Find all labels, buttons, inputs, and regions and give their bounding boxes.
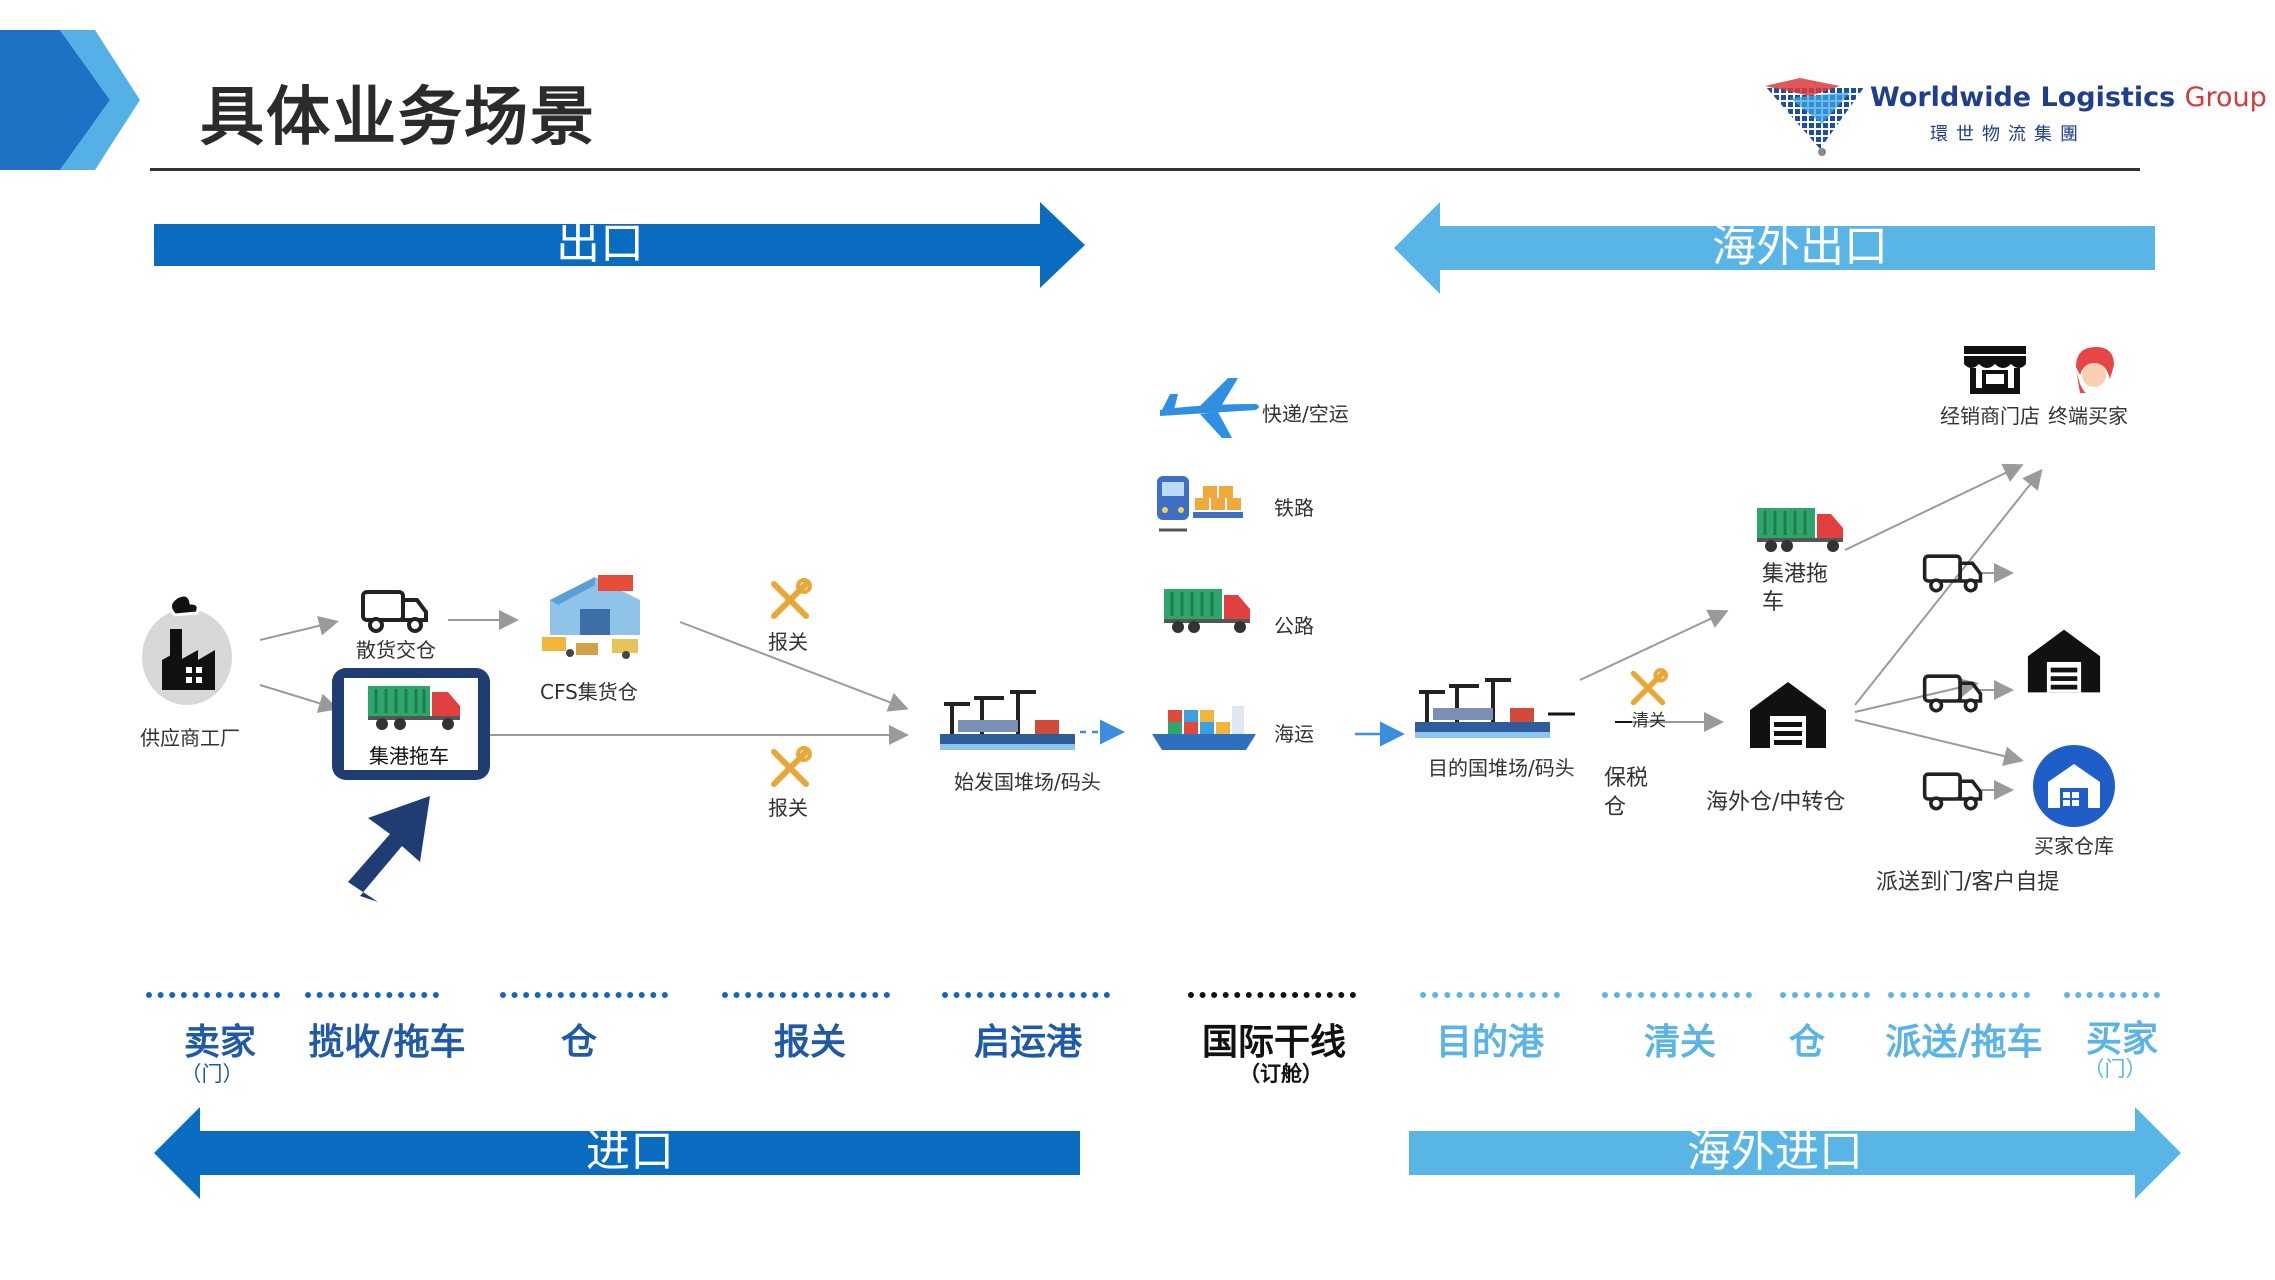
- supplier-label: 供应商工厂: [140, 726, 240, 750]
- logo-name: Worldwide Logistics Group: [1870, 82, 2267, 113]
- stage-dots-3: [722, 992, 890, 998]
- truck-dest-label-a: 集港拖: [1762, 562, 1829, 587]
- container-truck-icon-main: [366, 682, 462, 736]
- overseas-import-arrow: [1409, 1107, 2181, 1199]
- end-buyer-label: 终端买家: [2048, 404, 2128, 428]
- clear-label: 清关: [1632, 711, 1666, 731]
- warehouse-icon-overseas: [1748, 680, 1828, 754]
- stage-trunk-sub: （订舱）: [1239, 1062, 1323, 1086]
- buyer-warehouse-icon: [2032, 744, 2116, 832]
- cargo-ship-icon: [1150, 700, 1260, 758]
- stage-seller-sub: （门）: [180, 1062, 244, 1086]
- bulk-label: 散货交仓: [356, 638, 436, 662]
- stage-dest-port: 目的港: [1435, 1022, 1544, 1063]
- port-icon-origin: [940, 690, 1075, 764]
- stage-origin-port: 启运港: [973, 1022, 1082, 1063]
- stage-seller: 卖家: [183, 1022, 256, 1063]
- stage-dots-10: [2064, 992, 2160, 998]
- header-accent: [0, 30, 140, 170]
- overseas-export-label: 海外出口: [1712, 221, 1888, 272]
- customs-label-2: 报关: [768, 796, 808, 820]
- customs-label-1: 报关: [768, 630, 808, 654]
- overseas-export-arrow: [1394, 202, 2155, 294]
- factory-icon: [140, 593, 235, 709]
- title-divider: [150, 168, 2140, 171]
- rail-label: 铁路: [1274, 496, 1314, 520]
- truck-main-label: 集港拖车: [369, 744, 449, 768]
- stage-dots-4: [942, 992, 1110, 998]
- pointer-arrow-icon: [348, 796, 430, 902]
- customs-icon-2: [768, 746, 812, 794]
- container-truck-icon-road: [1162, 585, 1252, 639]
- stage-warehouse: 仓: [560, 1022, 597, 1063]
- stage-customs: 报关: [773, 1022, 846, 1063]
- export-label: 出口: [556, 218, 644, 269]
- container-truck-icon-dest: [1755, 504, 1845, 558]
- buyer-wh-label: 买家仓库: [2034, 834, 2114, 858]
- export-arrow: [154, 202, 1085, 288]
- stage-trunk: 国际干线: [1201, 1022, 1346, 1063]
- store-icon: [1962, 344, 2028, 400]
- cfs-label: CFS集货仓: [540, 680, 638, 704]
- road-label: 公路: [1274, 614, 1314, 638]
- origin-port-label: 始发国堆场/码头: [954, 770, 1101, 794]
- buyer-person-icon: [2070, 345, 2118, 399]
- sea-label: 海运: [1274, 722, 1314, 746]
- stage-dots-5: [1188, 992, 1356, 998]
- warehouse-icon-buyer: [2026, 626, 2102, 700]
- import-label: 进口: [586, 1126, 674, 1177]
- stage-dots-8: [1780, 992, 1870, 998]
- dealer-label: 经销商门店: [1940, 404, 2040, 428]
- truck-icon-delivery-3: [1922, 770, 1984, 816]
- train-icon: [1155, 474, 1247, 536]
- airplane-icon: [1158, 376, 1259, 444]
- stage-dots-7: [1602, 992, 1752, 998]
- truck-dest-label-b: 车: [1762, 590, 1785, 615]
- stage-dots-1: [305, 992, 439, 998]
- air-label: 快递/空运: [1262, 402, 1349, 426]
- stage-dots-2: [500, 992, 668, 998]
- stage-dots-6: [1420, 992, 1560, 998]
- warehouse-icon-cfs: [540, 565, 650, 664]
- page-title: 具体业务场景: [200, 81, 596, 155]
- stage-clearance: 清关: [1643, 1022, 1716, 1063]
- customs-icon-1: [768, 578, 812, 626]
- truck-icon-delivery-2: [1922, 672, 1984, 718]
- dest-port-label: 目的国堆场/码头: [1428, 756, 1575, 780]
- stage-buyer-sub: （门）: [2083, 1057, 2147, 1081]
- stage-pickup: 揽收/拖车: [308, 1022, 466, 1063]
- bonded-label: 保税仓: [1604, 766, 1649, 820]
- company-logo: [1760, 74, 1870, 156]
- stage-dots-0: [146, 992, 280, 998]
- delivery-label: 派送到门/客户自提: [1876, 870, 2060, 895]
- stage-warehouse-dest: 仓: [1788, 1022, 1825, 1063]
- truck-icon-bulk: [360, 588, 430, 638]
- import-arrow: [154, 1107, 1080, 1199]
- customs-icon-3: [1628, 668, 1668, 712]
- port-icon-dest: [1415, 678, 1550, 752]
- stage-buyer: 买家: [2085, 1019, 2158, 1060]
- overseas-import-label: 海外进口: [1687, 1126, 1863, 1177]
- stage-delivery: 派送/拖车: [1885, 1022, 2043, 1063]
- truck-icon-delivery-1: [1922, 552, 1984, 598]
- overseas-wh-label: 海外仓/中转仓: [1706, 790, 1846, 815]
- logo-chinese: 環世物流集團: [1930, 124, 2086, 145]
- stage-dots-9: [1888, 992, 2030, 998]
